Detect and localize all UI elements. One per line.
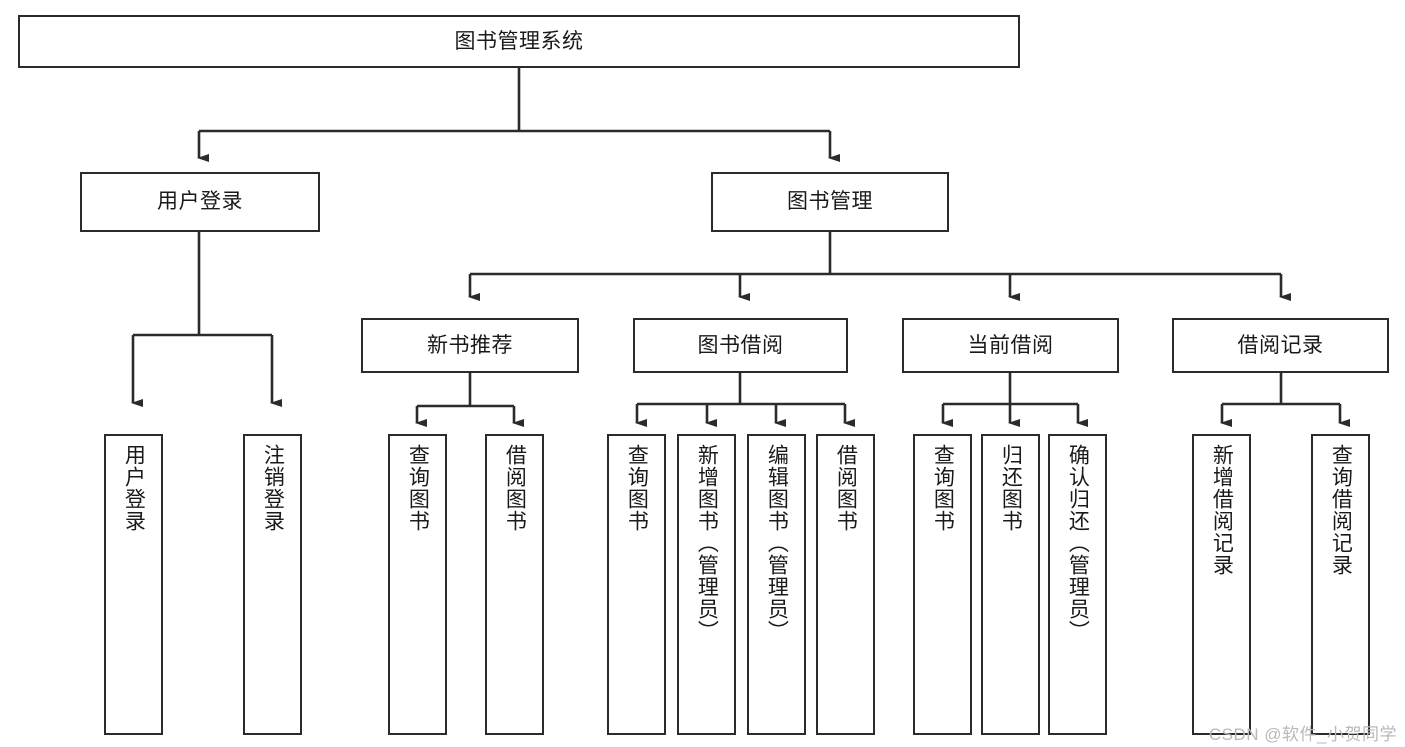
node-book-management[interactable]: 图书管理 (711, 172, 949, 232)
node-label: 图书管理系统 (454, 29, 584, 53)
node-root-book-management-system[interactable]: 图书管理系统 (18, 15, 1020, 68)
leaf-current-borrow-return-book[interactable]: 归还图书 (981, 434, 1040, 735)
node-current-borrow[interactable]: 当前借阅 (902, 318, 1119, 373)
node-label: 借阅记录 (1237, 333, 1324, 357)
leaf-user-login-logout[interactable]: 注销登录 (243, 434, 302, 735)
leaf-book-borrow-query-book[interactable]: 查询图书 (607, 434, 666, 735)
watermark-text: CSDN @软件_小贺同学 (1208, 725, 1397, 744)
leaf-new-book-query-book[interactable]: 查询图书 (388, 434, 447, 735)
node-label: 注销登录 (261, 444, 285, 532)
leaf-borrow-record-add-record[interactable]: 新增借阅记录 (1192, 434, 1251, 735)
node-label: 当前借阅 (967, 333, 1054, 357)
node-user-login[interactable]: 用户登录 (80, 172, 320, 232)
node-label: 借阅图书 (503, 444, 527, 532)
node-label: 查询借阅记录 (1329, 444, 1353, 576)
node-new-book-recommend[interactable]: 新书推荐 (361, 318, 579, 373)
leaf-book-borrow-add-book-admin[interactable]: 新增图书（管理员） (677, 434, 736, 735)
node-label: 查询图书 (406, 444, 430, 532)
node-label: 新增图书（管理员） (695, 444, 719, 642)
node-label: 查询图书 (625, 444, 649, 532)
node-label: 新增借阅记录 (1210, 444, 1234, 576)
node-label: 编辑图书（管理员） (765, 444, 789, 642)
node-label: 确认归还（管理员） (1066, 444, 1090, 642)
node-borrow-record[interactable]: 借阅记录 (1172, 318, 1389, 373)
node-book-borrow[interactable]: 图书借阅 (633, 318, 848, 373)
node-label: 新书推荐 (427, 333, 513, 357)
node-label: 用户登录 (122, 444, 146, 532)
leaf-book-borrow-edit-book-admin[interactable]: 编辑图书（管理员） (747, 434, 806, 735)
node-label: 图书管理 (787, 190, 873, 214)
leaf-current-borrow-query-book[interactable]: 查询图书 (913, 434, 972, 735)
node-label: 用户登录 (157, 190, 243, 214)
node-label: 借阅图书 (834, 444, 858, 532)
leaf-current-borrow-confirm-return-admin[interactable]: 确认归还（管理员） (1048, 434, 1107, 735)
leaf-borrow-record-query-record[interactable]: 查询借阅记录 (1311, 434, 1370, 735)
leaf-book-borrow-borrow-book[interactable]: 借阅图书 (816, 434, 875, 735)
node-label: 查询图书 (931, 444, 955, 532)
leaf-new-book-borrow-book[interactable]: 借阅图书 (485, 434, 544, 735)
node-label: 图书借阅 (697, 333, 784, 357)
node-label: 归还图书 (999, 444, 1023, 532)
leaf-user-login-login[interactable]: 用户登录 (104, 434, 163, 735)
